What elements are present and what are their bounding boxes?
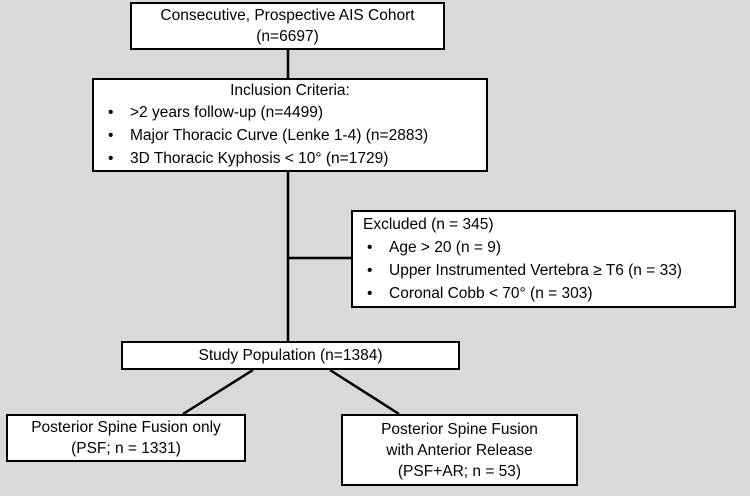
node-psf-only: Posterior Spine Fusion only (PSF; n = 13… [6, 414, 246, 462]
cohort-line-2: (n=6697) [256, 28, 319, 45]
psf-only-line-2: (PSF; n = 1331) [71, 440, 181, 457]
bullet-dot-icon: • [367, 239, 373, 256]
cohort-line-1: Consecutive, Prospective AIS Cohort [160, 7, 415, 24]
inclusion-bullet-item: • 3D Thoracic Kyphosis < 10° (n=1729) [94, 147, 486, 170]
psf-ar-line-2: with Anterior Release [386, 441, 533, 459]
psf-only-line-1: Posterior Spine Fusion only [31, 419, 221, 436]
study-population-line-1: Study Population (n=1384) [198, 347, 383, 364]
bullet-dot-icon: • [108, 127, 114, 144]
psf-ar-line-3: (PSF+AR; n = 53) [397, 462, 522, 480]
connector-study-to-psf-only [182, 368, 254, 416]
connector-study-to-psf-ar [329, 368, 400, 416]
excluded-bullet-item: • Age > 20 (n = 9) [353, 236, 734, 259]
psf-ar-line-1: Posterior Spine Fusion [381, 420, 538, 438]
inclusion-bullet-item: • Major Thoracic Curve (Lenke 1-4) (n=28… [94, 124, 486, 147]
excluded-item-text: Upper Instrumented Vertebra ≥ T6 (n = 33… [389, 262, 682, 279]
excluded-bullet-item: • Upper Instrumented Vertebra ≥ T6 (n = … [353, 259, 734, 282]
bullet-dot-icon: • [367, 262, 373, 279]
excluded-bullet-list: • Age > 20 (n = 9) • Upper Instrumented … [353, 236, 734, 305]
bullet-dot-icon: • [108, 150, 114, 167]
excluded-title: Excluded (n = 345) [363, 216, 494, 233]
node-study-population: Study Population (n=1384) [121, 341, 460, 370]
excluded-item-text: Coronal Cobb < 70° (n = 303) [389, 285, 593, 302]
inclusion-title: Inclusion Criteria: [230, 82, 350, 99]
inclusion-bullet-item: • >2 years follow-up (n=4499) [94, 101, 486, 124]
excluded-item-text: Age > 20 (n = 9) [389, 239, 502, 256]
node-psf-anterior-release: Posterior Spine Fusion with Anterior Rel… [341, 414, 578, 486]
node-inclusion-criteria: Inclusion Criteria: • >2 years follow-up… [92, 78, 488, 172]
excluded-bullet-item: • Coronal Cobb < 70° (n = 303) [353, 282, 734, 305]
inclusion-item-text: Major Thoracic Curve (Lenke 1-4) (n=2883… [130, 127, 429, 144]
inclusion-bullet-list: • >2 years follow-up (n=4499) • Major Th… [94, 101, 486, 170]
node-consecutive-cohort: Consecutive, Prospective AIS Cohort (n=6… [130, 2, 445, 50]
node-excluded: Excluded (n = 345) • Age > 20 (n = 9) • … [351, 210, 736, 308]
inclusion-item-text: >2 years follow-up (n=4499) [130, 104, 324, 121]
bullet-dot-icon: • [108, 104, 114, 121]
inclusion-item-text: 3D Thoracic Kyphosis < 10° (n=1729) [130, 150, 389, 167]
bullet-dot-icon: • [367, 285, 373, 302]
